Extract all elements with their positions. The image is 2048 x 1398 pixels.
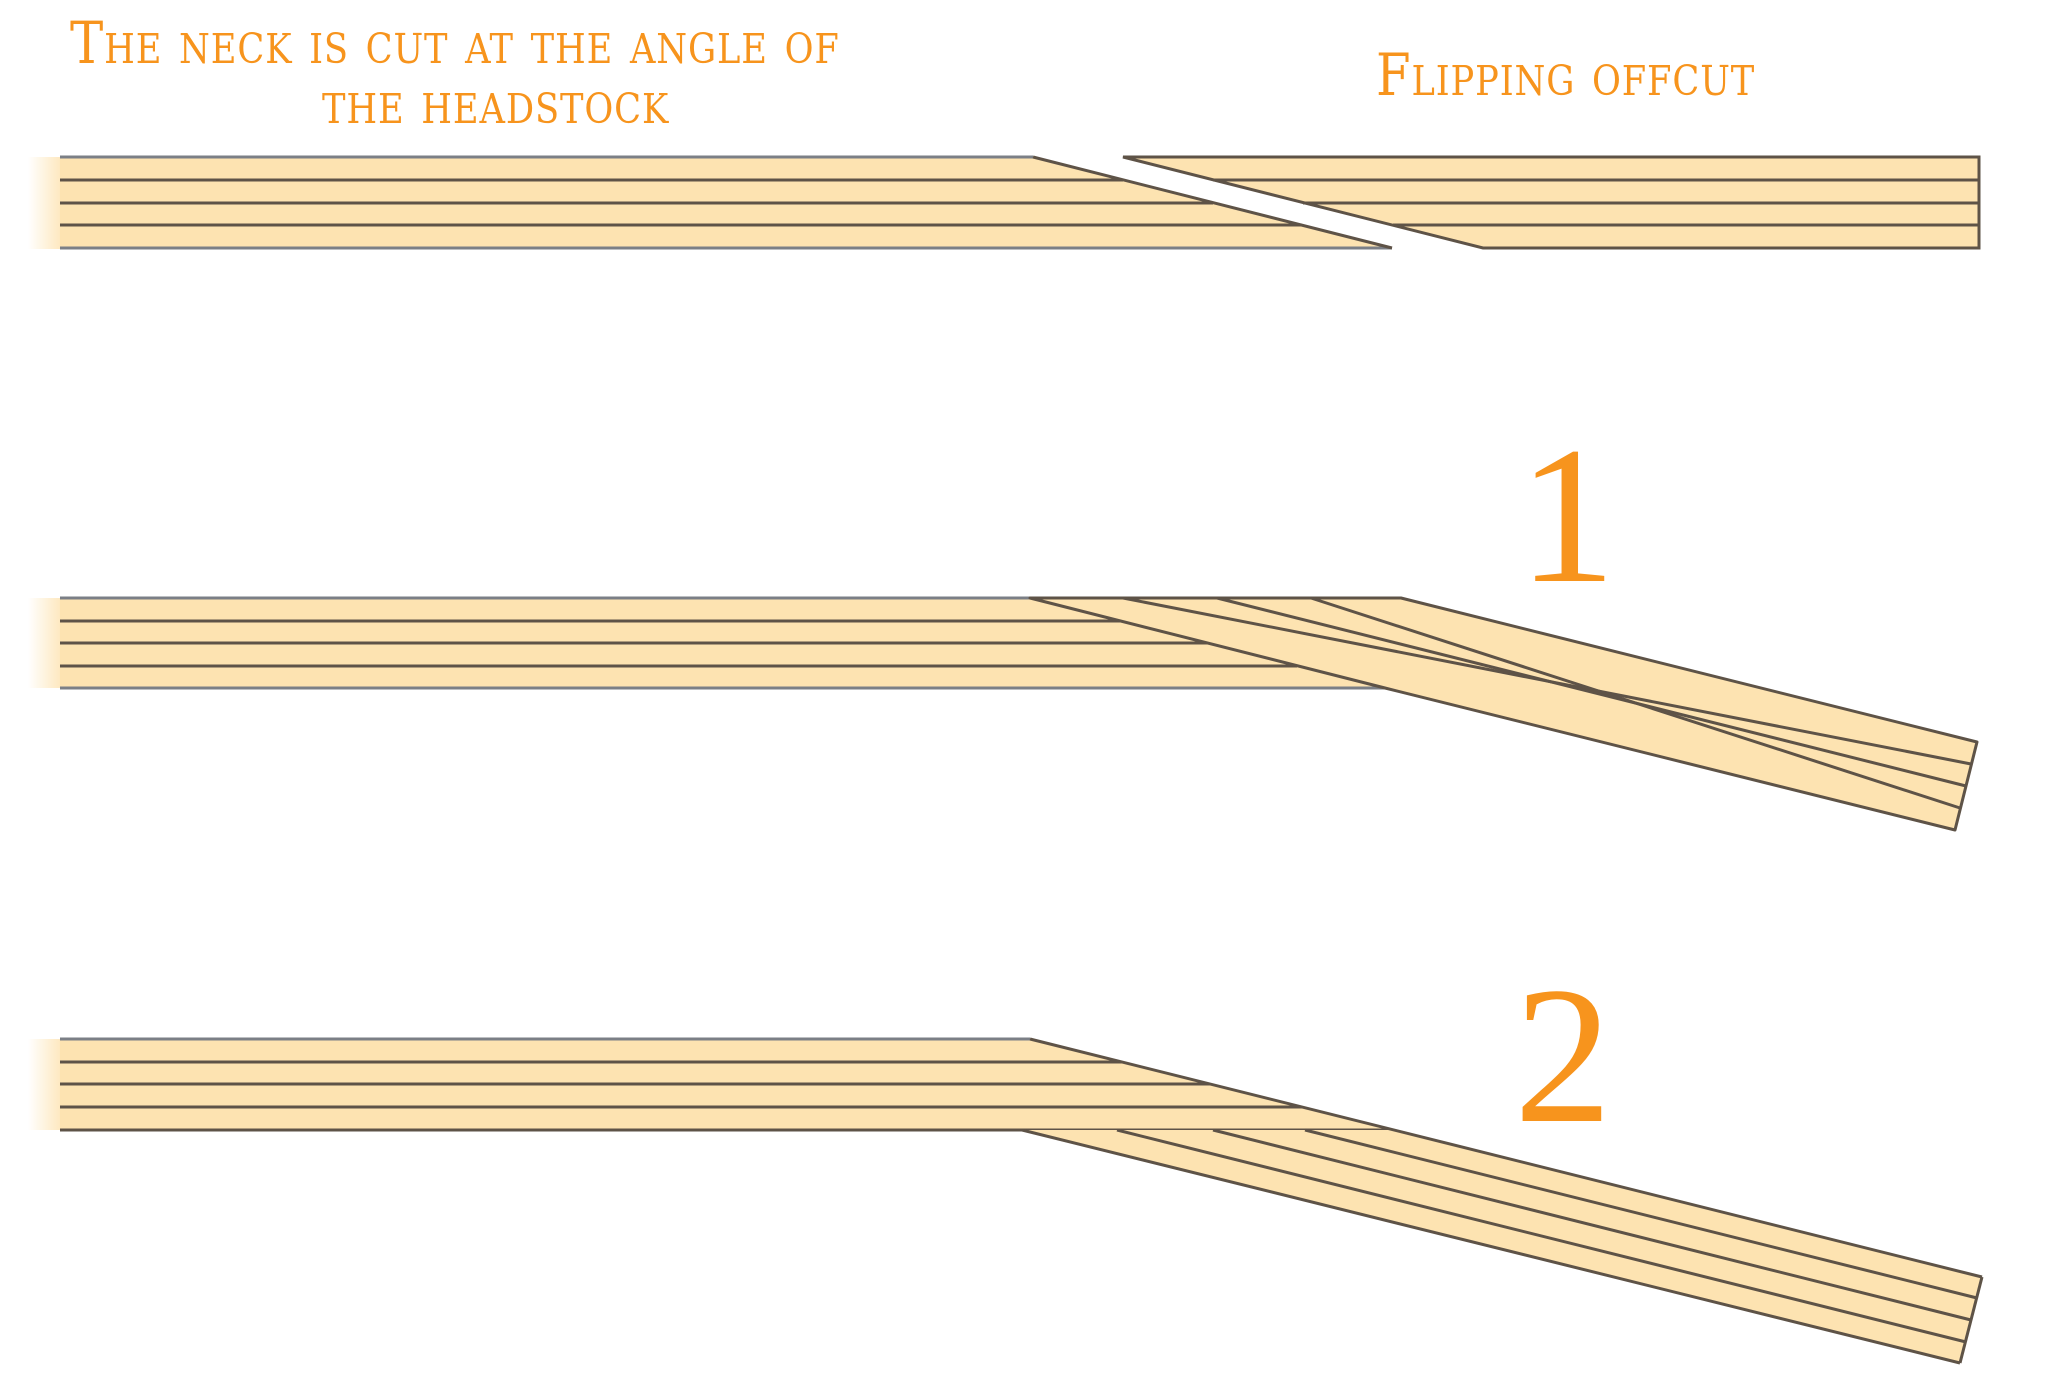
title-line-2: the headstock [322, 69, 670, 137]
neck-piece [28, 155, 1393, 250]
step-2-number: 2 [1514, 947, 1612, 1164]
neck-piece [28, 1037, 1394, 1132]
offcut-piece [1028, 596, 1979, 832]
diagram-cut [28, 155, 1981, 250]
neck-piece [28, 596, 1385, 690]
diagram-step-2 [28, 1037, 1984, 1365]
offcut-piece [1021, 1037, 1984, 1365]
flipping-offcut-label: Flipping offcut [1376, 41, 1756, 109]
step-1-number: 1 [1518, 407, 1616, 624]
title-line-1: The neck is cut at the angle of [70, 9, 840, 77]
diagram-step-1 [28, 596, 1979, 832]
offcut-piece [1122, 155, 1981, 250]
